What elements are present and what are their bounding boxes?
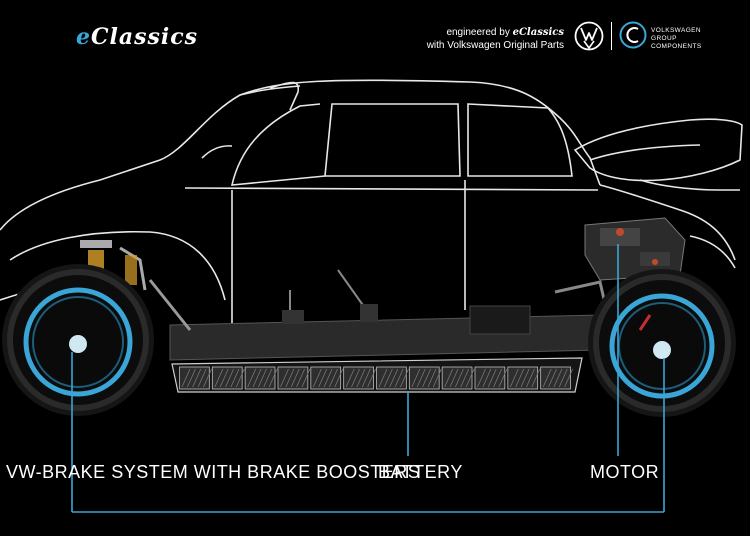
battery-cell-hatch <box>323 368 333 388</box>
battery-cell-hatch <box>427 368 437 388</box>
battery-cell-hatch <box>389 368 399 388</box>
battery-cell-hatch <box>449 368 459 388</box>
battery-cell-hatch <box>515 368 525 388</box>
battery-cell-hatch <box>498 368 508 388</box>
battery-cell-hatch <box>394 368 404 388</box>
battery-cell-hatch <box>351 368 360 388</box>
battery-cell-hatch <box>318 368 328 388</box>
battery-cell <box>441 366 473 390</box>
battery-cell <box>277 366 309 390</box>
battery-cell-hatch <box>329 368 338 388</box>
battery-cell-hatch <box>416 368 426 388</box>
battery-cell-hatch <box>312 368 322 388</box>
battery-cell-hatch <box>247 368 257 388</box>
battery-cell-hatch <box>460 368 470 388</box>
battery-cell-hatch <box>564 368 573 388</box>
battery-cell-hatch <box>558 368 568 388</box>
label-motor: MOTOR <box>590 462 660 482</box>
battery-cell-hatch <box>378 368 388 388</box>
car-body-outline <box>0 79 743 330</box>
battery-cell-hatch <box>203 368 212 388</box>
battery-cell-hatch <box>268 368 278 388</box>
battery-cell-hatch <box>296 368 305 388</box>
battery-cell <box>179 366 210 390</box>
battery-cell-hatch <box>482 368 492 388</box>
logo-classics: Classics <box>91 24 199 50</box>
battery-cell-hatch <box>219 368 229 388</box>
battery-cell-hatch <box>400 368 409 388</box>
callout-lines <box>71 244 665 513</box>
battery-cell-hatch <box>290 368 300 388</box>
battery-cell-hatch <box>280 368 289 388</box>
battery-cell-hatch <box>477 368 486 388</box>
battery-cell-hatch <box>526 368 535 388</box>
battery-cell-hatch <box>520 368 530 388</box>
battery-cell <box>244 366 276 390</box>
chassis <box>169 269 601 361</box>
battery-cell-hatch <box>384 368 393 388</box>
battery-cell <box>474 366 506 390</box>
group-components-icon <box>619 21 647 49</box>
battery-cell <box>211 366 243 390</box>
battery-cell-hatch <box>235 368 245 388</box>
battery-cell-hatch <box>192 368 202 388</box>
battery-cell <box>408 366 440 390</box>
battery-cell-hatch <box>465 368 475 388</box>
battery-cell-hatch <box>422 368 431 388</box>
battery-cell <box>310 366 342 390</box>
battery-cell-hatch <box>542 368 552 388</box>
label-battery: BATTERY <box>378 462 463 482</box>
battery-cells <box>179 366 573 390</box>
battery-cell-hatch <box>181 368 191 388</box>
battery-cell-hatch <box>455 368 464 388</box>
battery-cell-hatch <box>285 368 295 388</box>
battery-cell-hatch <box>493 368 502 388</box>
engineered-brand: eClassics <box>512 27 564 38</box>
battery-cell <box>376 366 407 390</box>
header-divider <box>611 22 612 50</box>
engineered-prefix: engineered by <box>446 27 513 38</box>
battery-cell-hatch <box>367 368 376 388</box>
credit-block: engineered by eClassics with Volkswagen … <box>427 26 564 52</box>
group-components-text: VOLKSWAGEN GROUP COMPONENTS <box>651 27 702 50</box>
engineered-by-line: engineered by eClassics <box>427 26 564 39</box>
rear-wheel <box>588 269 736 417</box>
vw-logo-icon <box>574 21 604 51</box>
battery-cell-hatch <box>230 368 240 388</box>
eclassics-logo: eClassics <box>76 24 198 50</box>
battery-cell-hatch <box>225 368 234 388</box>
battery-cell-hatch <box>553 368 563 388</box>
battery-cell <box>507 366 539 390</box>
battery-cell-hatch <box>252 368 262 388</box>
battery-cell-hatch <box>263 368 273 388</box>
battery-cell-hatch <box>334 368 344 388</box>
motor-assembly <box>554 217 686 326</box>
logo-e: e <box>76 24 91 50</box>
original-parts-line: with Volkswagen Original Parts <box>426 40 564 51</box>
battery-cell-hatch <box>197 368 207 388</box>
battery-cell <box>343 366 374 390</box>
battery-cell-hatch <box>301 368 311 388</box>
battery-cell-hatch <box>444 368 454 388</box>
battery-cell-hatch <box>411 368 421 388</box>
battery-cell-hatch <box>258 368 267 388</box>
battery-cell-hatch <box>356 368 366 388</box>
battery-cell-hatch <box>548 368 557 388</box>
label-brake-system: VW-BRAKE SYSTEM WITH BRAKE BOOSTERS <box>6 462 421 482</box>
front-wheel <box>2 264 154 416</box>
battery-cell-hatch <box>187 368 196 388</box>
battery-cell-hatch <box>531 368 541 388</box>
battery-cell <box>540 366 571 390</box>
battery-cell-hatch <box>361 368 371 388</box>
battery-cell-hatch <box>509 368 519 388</box>
battery-cell-hatch <box>214 368 224 388</box>
battery-cell-hatch <box>432 368 442 388</box>
battery-cell-hatch <box>487 368 497 388</box>
battery-cell-hatch <box>345 368 355 388</box>
